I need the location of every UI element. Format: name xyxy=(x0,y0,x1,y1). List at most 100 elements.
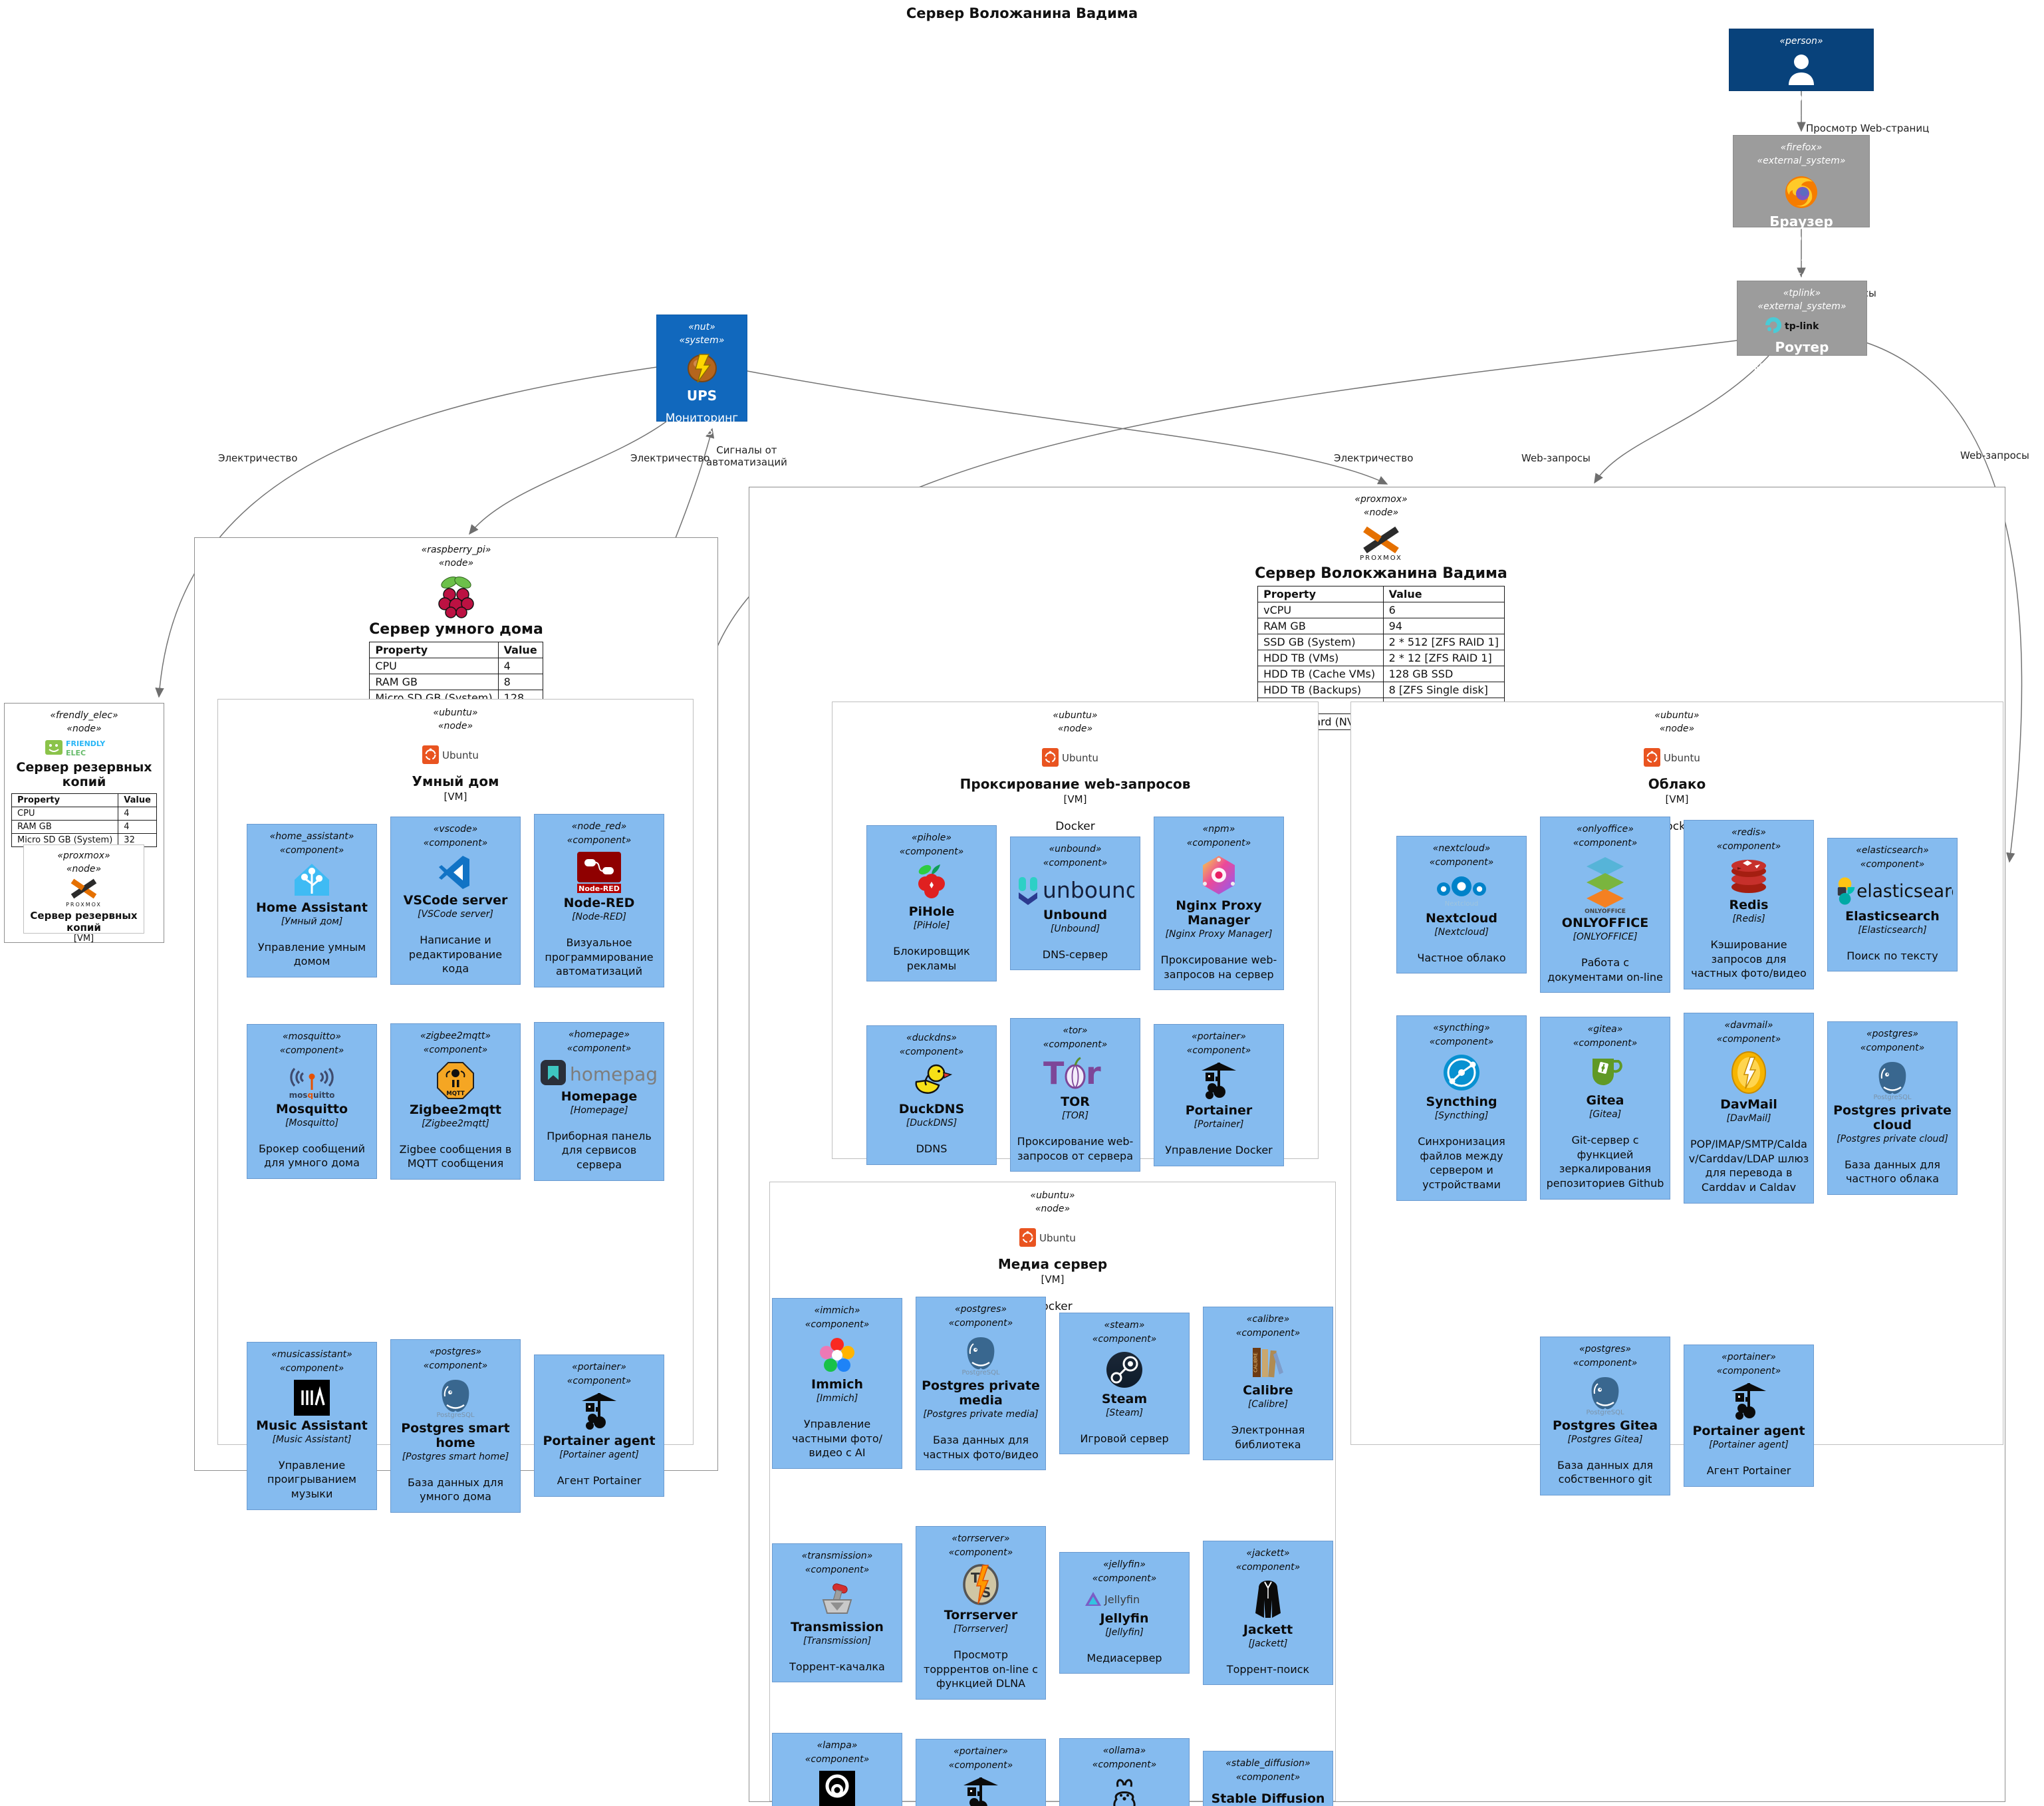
component-syncthing: «syncthing» «component» Syncthing [Synct… xyxy=(1396,1015,1527,1201)
portainer-icon xyxy=(1688,1382,1809,1421)
svg-text:elasticsearch: elasticsearch xyxy=(1856,881,1953,902)
vm-proxy-components: «pihole» «component» PiHole [PiHole] Бло… xyxy=(832,817,1318,1172)
backup-vm-stereotype-1: «proxmox» xyxy=(57,850,110,861)
ups-name: UPS xyxy=(686,387,717,404)
component-stereotype: «immich» xyxy=(814,1305,860,1317)
component-stereotype: «component» xyxy=(1235,1561,1301,1573)
component-name: Postgres private media xyxy=(922,1378,1040,1408)
component-stereotype: «component» xyxy=(1092,1759,1157,1770)
browser-stereotype-2: «external_system» xyxy=(1757,156,1846,167)
component-stereotype: «component» xyxy=(1573,1357,1638,1368)
component-name: Gitea xyxy=(1586,1093,1624,1108)
component-stereotype: «zigbee2mqtt» xyxy=(420,1030,491,1041)
svg-text:mosquitto: mosquitto xyxy=(289,1091,335,1099)
table-cell: 128 GB SSD xyxy=(1382,665,1505,682)
component-name: Immich xyxy=(811,1377,863,1392)
table-cell: SSD GB (System) xyxy=(1257,633,1384,650)
component-desc: Агент Portainer xyxy=(557,1474,642,1487)
node-smart-home-server: «raspberry_pi» «node» Сервер умного дома… xyxy=(194,537,718,1513)
svg-text:PROXMOX: PROXMOX xyxy=(66,902,102,908)
component-stereotype: «component» xyxy=(1429,856,1494,868)
component-postgres-private-cloud: «postgres» «component» PostgreSQL Postgr… xyxy=(1827,1021,1958,1195)
component-desc: База данных для собственного git xyxy=(1557,1458,1654,1486)
svg-text:ELEC: ELEC xyxy=(66,749,86,757)
router-name: Роутер xyxy=(1775,338,1829,355)
component-name: Unbound xyxy=(1043,907,1108,922)
component-desc: Кэширование запросов для частных фото/ви… xyxy=(1691,938,1807,980)
vm-cloud-components: «nextcloud» «component» Nextcloud Nextcl… xyxy=(1351,817,2003,1495)
component-stereotype: «component» xyxy=(567,1376,632,1387)
component-name: Nginx Proxy Manager xyxy=(1176,898,1262,928)
component-stereotype: «unbound» xyxy=(1049,843,1102,854)
component-desc: Управление Docker xyxy=(1165,1143,1273,1156)
svg-text:unbound: unbound xyxy=(1043,877,1134,903)
component-stereotype: «component» xyxy=(1092,1333,1157,1345)
pihole-icon xyxy=(871,863,992,902)
pi-stereotype-1: «raspberry_pi» xyxy=(421,545,491,555)
component-tech: [Calibre] xyxy=(1247,1399,1289,1410)
table-header: Property xyxy=(11,793,119,807)
main-node-name: Сервер Волокжанина Вадима xyxy=(1255,565,1507,582)
diagram-title: Сервер Воложанина Вадима xyxy=(906,5,1138,21)
component-jellyfin: «jellyfin» «component» Jellyfin Jellyfin… xyxy=(1059,1551,1190,1674)
component-tech: [Syncthing] xyxy=(1434,1110,1489,1122)
ubuntu-icon: Ubuntu xyxy=(1351,747,2003,767)
component-row: «duckdns» «component» DuckDNS [DuckDNS] … xyxy=(832,1018,1318,1172)
component-postgres-private-media: «postgres» «component» PostgreSQL Postgr… xyxy=(916,1297,1046,1471)
component-desc: Проксирование web-запросов от сервера xyxy=(1017,1135,1134,1162)
component-stereotype: «homepage» xyxy=(569,1029,630,1040)
component-row: «lampa» «component» Lampa [Lampa] Медиас… xyxy=(770,1732,1335,1806)
component-duckdns: «duckdns» «component» DuckDNS [DuckDNS] … xyxy=(866,1025,997,1165)
component-row: «syncthing» «component» Syncthing [Synct… xyxy=(1351,1013,2003,1204)
component-name: Redis xyxy=(1729,898,1769,913)
component-desc: Электронная библиотека xyxy=(1231,1424,1305,1451)
component-portainer: «portainer» «component» Portainer [Porta… xyxy=(1154,1023,1284,1166)
tplink-icon: tp-link xyxy=(1737,315,1866,338)
component-stereotype: «component» xyxy=(948,1318,1013,1329)
vm-web-proxy: «ubuntu» «node» Ubuntu Проксирование web… xyxy=(832,702,1319,1172)
component-desc: Git-сервер с функцией зеркалирования реп… xyxy=(1546,1134,1664,1190)
vm-cloud-stereotype-1: «ubuntu» xyxy=(1654,710,1700,721)
proxmox-icon: PROXMOX xyxy=(1228,524,1534,563)
vm-backup: «proxmox» «node» PROXMOX Сервер резервны… xyxy=(23,844,144,944)
portainer-icon xyxy=(1158,1062,1279,1100)
vm-smart-tech: [VM] xyxy=(444,790,467,803)
vm-smart-name: Умный дом xyxy=(412,773,499,789)
component-stereotype: «component» xyxy=(1235,1328,1301,1339)
portainer-icon xyxy=(920,1777,1041,1806)
component-desc: Блокировщик рекламы xyxy=(893,945,970,972)
component-name: Zigbee2mqtt xyxy=(409,1102,502,1117)
external-system-router: «tplink» «external_system» tp-link Роуте… xyxy=(1737,281,1867,388)
component-name: Portainer agent xyxy=(543,1434,656,1449)
component-transmission: «transmission» «component» Transmission … xyxy=(772,1543,902,1683)
portainer-icon xyxy=(539,1392,660,1431)
component-name: Syncthing xyxy=(1426,1095,1497,1110)
table-cell: vCPU xyxy=(1257,601,1384,618)
component-desc: Zigbee сообщения в MQTT сообщения xyxy=(399,1142,512,1170)
component-stereotype: «stable_diffusion» xyxy=(1225,1757,1311,1769)
vm-smart-home: «ubuntu» «node» Ubuntu Умный дом [VM] Do… xyxy=(217,699,694,1513)
table-cell: 8 [ZFS Single disk] xyxy=(1382,681,1505,698)
component-stereotype: «component» xyxy=(279,1362,344,1374)
vm-media-stereotype-1: «ubuntu» xyxy=(1030,1190,1075,1201)
redis-icon xyxy=(1688,858,1809,895)
component-tech: [Unbound] xyxy=(1050,923,1100,934)
svg-text:FRIENDLY: FRIENDLY xyxy=(66,739,106,748)
component-stereotype: «component» xyxy=(1186,1045,1251,1056)
table-cell: CPU xyxy=(11,806,119,821)
component-tech: [ONLYOFFICE] xyxy=(1573,932,1638,942)
component-onlyoffice: «onlyoffice» «component» ONLYOFFICE ONLY… xyxy=(1540,817,1670,993)
component-stereotype: «component» xyxy=(1860,1042,1925,1053)
component-name: Portainer agent xyxy=(1692,1424,1805,1439)
vm-media-components: «immich» «component» Immich [Immich] Упр… xyxy=(770,1297,1335,1806)
component-tech: [Gitea] xyxy=(1589,1109,1622,1120)
component-name: PiHole xyxy=(908,904,955,919)
npm-icon xyxy=(1158,854,1279,896)
actor-service-users: «person» Пользователи сервисов xyxy=(1729,29,1874,121)
component-tech: [DavMail] xyxy=(1726,1113,1771,1124)
person-name: Пользователи сервисов xyxy=(1747,89,1856,122)
component-name: DavMail xyxy=(1720,1097,1777,1112)
